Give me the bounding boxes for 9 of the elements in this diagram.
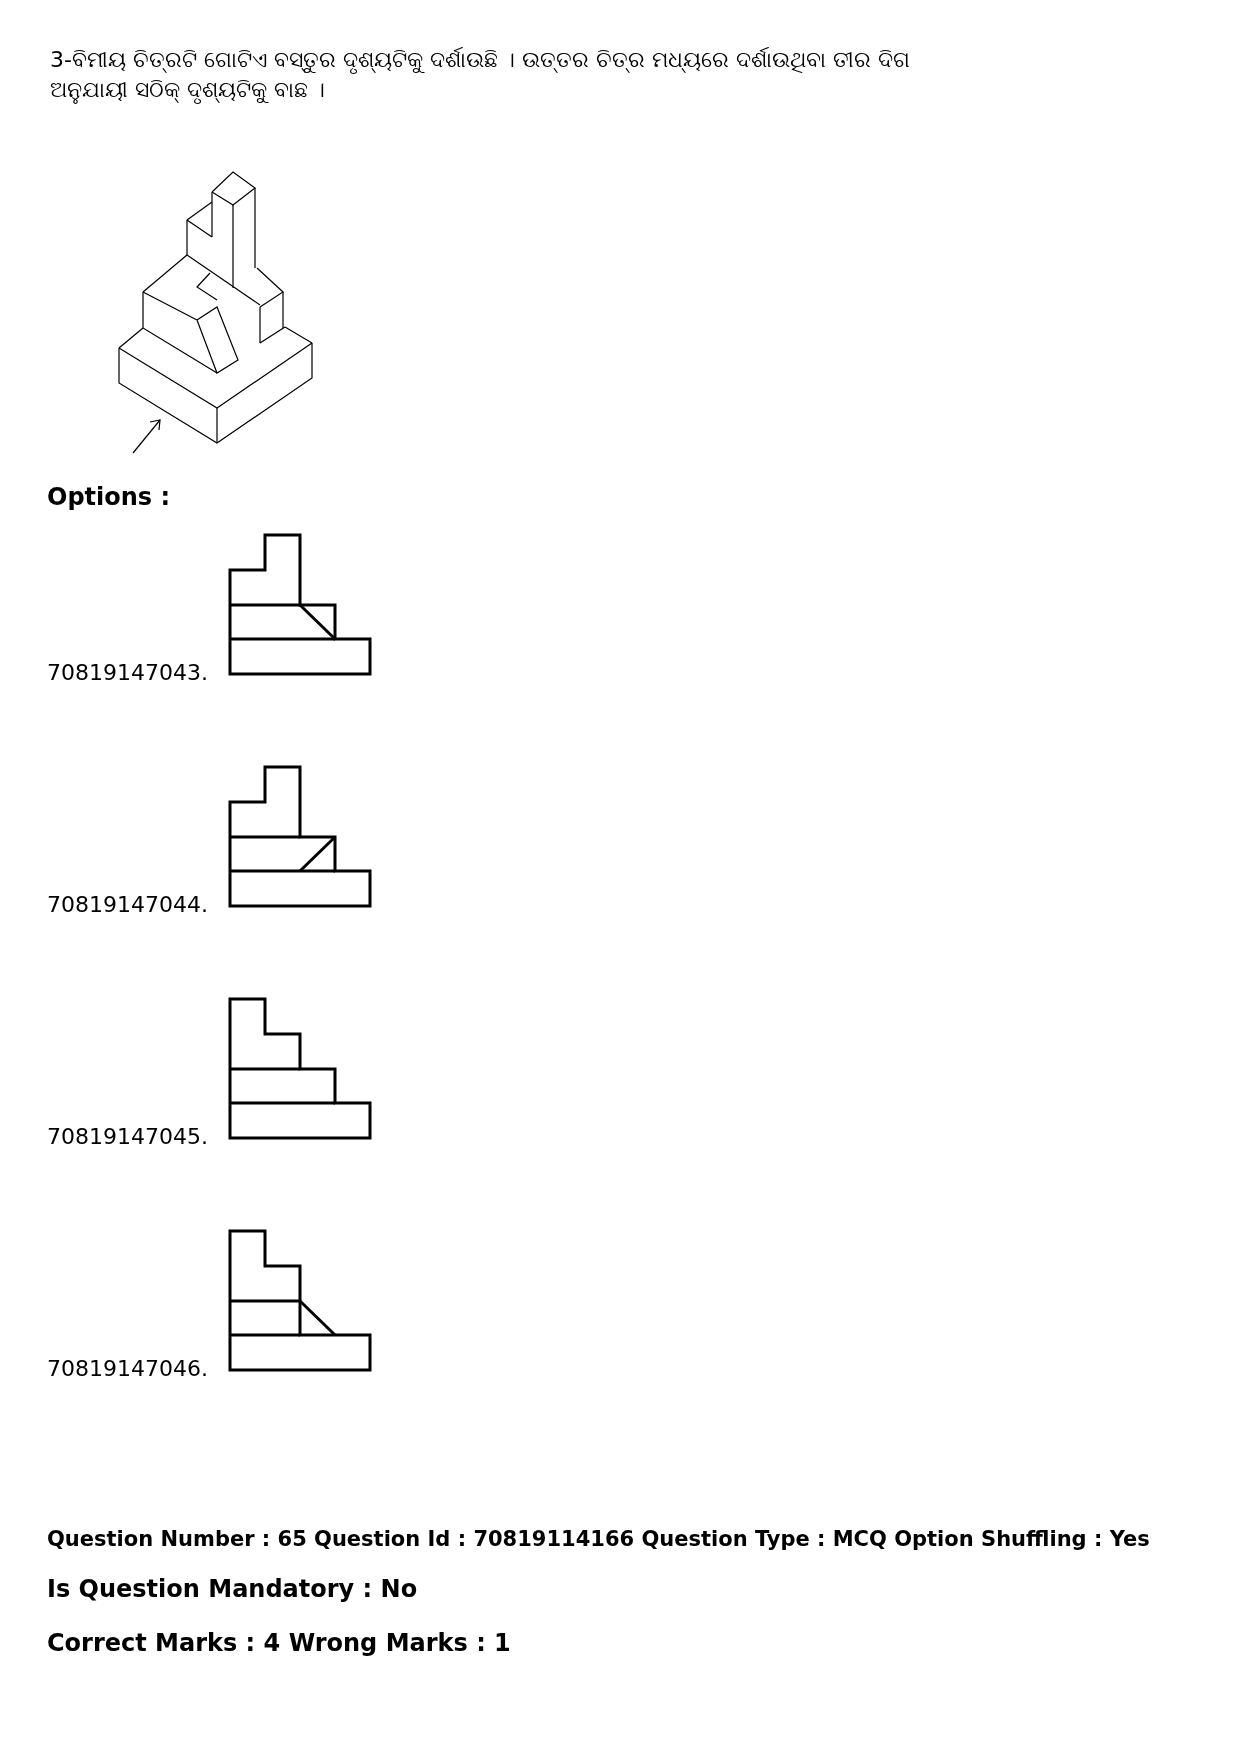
question-text: 3-ବିମୀୟ ଚିତ୍ରଟି ଗୋଟିଏ ବସ୍ତୁର ଦୃଶ୍ୟଟିକୁ ଦର୍ଶାଉଛି । ଉତ୍ତର ଚିତ୍ର ମଧ୍ୟରେ ଦର୍ଶାଉଥିବା ତୀର ଦିଗ ଅନୁଯାୟୀ ସଠିକ୍ ଦୃଶ୍ୟଟିକୁ ବାଛ । xyxy=(50,46,911,105)
section-heading: Options : xyxy=(47,482,171,512)
option-number: 70819147043. xyxy=(47,659,208,687)
question-info: Question Number : 65 Question Id : 70819114166 Question Type : MCQ Option Shuffling : Yes xyxy=(47,1526,1150,1553)
question-info: Correct Marks : 4 Wrong Marks : 1 xyxy=(47,1628,511,1658)
option-number: 70819147044. xyxy=(47,891,208,919)
option-number: 70819147046. xyxy=(47,1355,208,1383)
option-number: 70819147045. xyxy=(47,1123,208,1151)
question-info: Is Question Mandatory : No xyxy=(47,1574,418,1604)
